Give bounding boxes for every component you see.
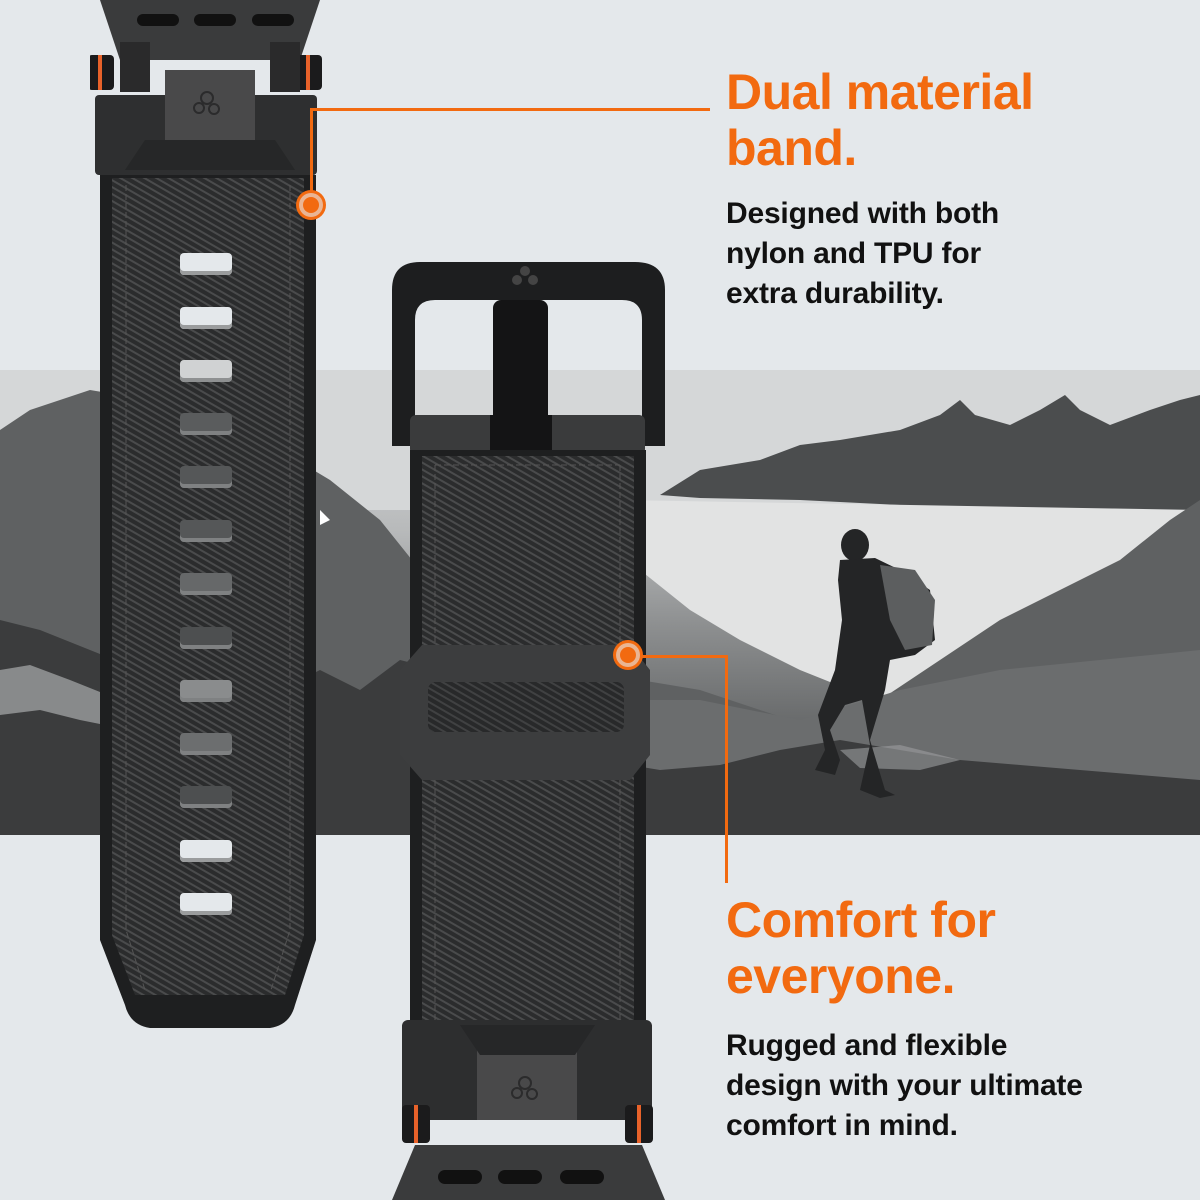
callout-line-2-horizontal: [628, 655, 728, 658]
watch-band-strap-left: [90, 0, 330, 1030]
feature-headline: Dual material band.: [726, 64, 1034, 176]
callout-dot-icon: [303, 197, 319, 213]
feature-description: Designed with both nylon and TPU for ext…: [726, 197, 1000, 310]
spigen-logo-icon: [193, 91, 220, 115]
hiker-figure: [815, 529, 935, 798]
watch-band-strap-right: [380, 250, 680, 1200]
feature-comfort: Comfort for everyone. Rugged and flexibl…: [726, 892, 1083, 1146]
spigen-logo-icon: [511, 1076, 538, 1100]
feature-description: Rugged and flexible design with your ult…: [726, 1029, 1083, 1142]
callout-dot-icon: [620, 647, 636, 663]
callout-line-2-vertical: [725, 655, 728, 883]
feature-headline: Comfort for everyone.: [726, 892, 996, 1004]
callout-line-1-vertical: [310, 108, 313, 198]
feature-dual-material: Dual material band. Designed with both n…: [726, 64, 1034, 314]
spigen-logo-icon: [512, 266, 538, 285]
callout-line-1-horizontal: [310, 108, 710, 111]
